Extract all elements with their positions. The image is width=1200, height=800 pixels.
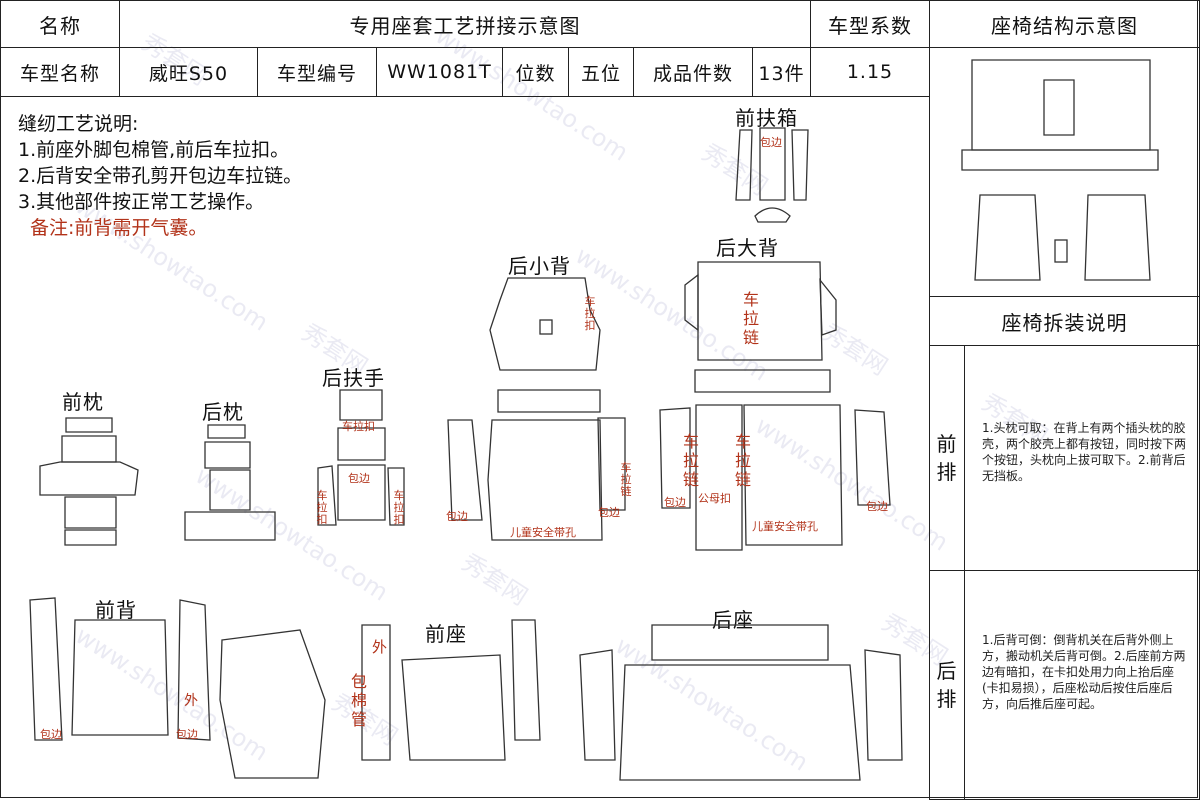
mark-armrest-pull-buckle-left: 车拉扣 <box>316 489 328 526</box>
name-label: 名称 <box>39 13 81 38</box>
mark-rear-big-zipper-right: 车拉链 <box>734 432 751 489</box>
label-front-box: 前扶箱 <box>735 106 798 130</box>
coef-label-cell: 车型系数 <box>810 0 930 48</box>
mark-front-box-binding: 包边 <box>760 136 782 149</box>
mark-rear-small-binding-left: 包边 <box>446 510 468 523</box>
label-rear-small-back: 后小背 <box>508 254 571 278</box>
mark-armrest-binding: 包边 <box>348 472 370 485</box>
coef-value: 1.15 <box>846 61 894 83</box>
mark-rear-big-child-belt: 儿童安全带孔 <box>752 520 818 533</box>
mark-rear-small-pull-buckle: 车拉扣 <box>584 295 596 332</box>
mark-front-seat-outer: 外 <box>372 638 388 656</box>
seats-label: 位数 <box>515 62 556 85</box>
mark-armrest-pull-buckle: 车拉扣 <box>342 420 375 433</box>
mark-front-seat-cotton-tube: 包棉管 <box>350 672 367 729</box>
label-rear-armrest: 后扶手 <box>322 366 385 390</box>
struct-title: 座椅结构示意图 <box>991 13 1138 38</box>
instruction-line-1: 1.前座外脚包棉管,前后车拉扣。 <box>18 139 290 161</box>
rear-row-label: 后排 <box>936 659 958 711</box>
label-rear-headrest: 后枕 <box>202 400 244 424</box>
instructions-title: 缝纫工艺说明: <box>18 113 139 135</box>
mark-rear-big-binding-right: 包边 <box>866 500 888 513</box>
label-rear-big-back: 后大背 <box>716 236 779 260</box>
pieces-label: 成品件数 <box>652 62 733 85</box>
label-front-seat: 前座 <box>425 622 467 646</box>
pieces-value: 13件 <box>758 62 805 85</box>
front-row-text: 1.头枕可取：在背上有两个插头枕的胶壳，两个胶壳上都有按钮，同时按下两个按钮，头… <box>982 421 1187 483</box>
page-title: 专用座套工艺拼接示意图 <box>349 13 581 38</box>
mark-front-back-binding-right: 包边 <box>176 728 198 741</box>
mark-mother-buckle: 公母扣 <box>698 492 731 505</box>
coef-label: 车型系数 <box>828 13 912 38</box>
seats-value: 五位 <box>580 62 621 85</box>
mark-front-back-binding-left: 包边 <box>40 728 62 741</box>
model-name: 威旺S50 <box>148 62 229 85</box>
mark-rear-small-binding-right: 包边 <box>598 506 620 519</box>
rear-row-text: 1.后背可倒：倒背机关在后背外侧上方，搬动机关后背可倒。2.后座前方两边有暗扣，… <box>982 633 1186 711</box>
instruction-line-2: 2.后背安全带孔剪开包边车拉链。 <box>18 165 303 187</box>
front-row-label: 前排 <box>936 432 958 484</box>
disassembly-title: 座椅拆装说明 <box>1001 310 1128 335</box>
mark-rear-big-zipper-left: 车拉链 <box>682 432 699 489</box>
mark-front-back-outer: 外 <box>184 693 198 709</box>
mark-rear-big-binding-left: 包边 <box>664 496 686 509</box>
mark-rear-big-zipper: 车拉链 <box>742 290 759 347</box>
instruction-line-3: 3.其他部件按正常工艺操作。 <box>18 191 265 213</box>
label-front-back: 前背 <box>95 598 137 622</box>
label-rear-seat: 后座 <box>712 608 754 632</box>
mark-armrest-pull-buckle-right: 车拉扣 <box>393 489 405 526</box>
model-name-label: 车型名称 <box>19 62 100 85</box>
label-front-headrest: 前枕 <box>62 390 104 414</box>
model-code-label: 车型编号 <box>276 62 357 85</box>
model-code: WW1081T <box>387 61 492 83</box>
mark-rear-small-child-belt: 儿童安全带孔 <box>510 526 576 539</box>
mark-rear-small-zipper: 车拉链 <box>620 461 632 498</box>
instruction-note: 备注:前背需开气囊。 <box>30 217 208 239</box>
